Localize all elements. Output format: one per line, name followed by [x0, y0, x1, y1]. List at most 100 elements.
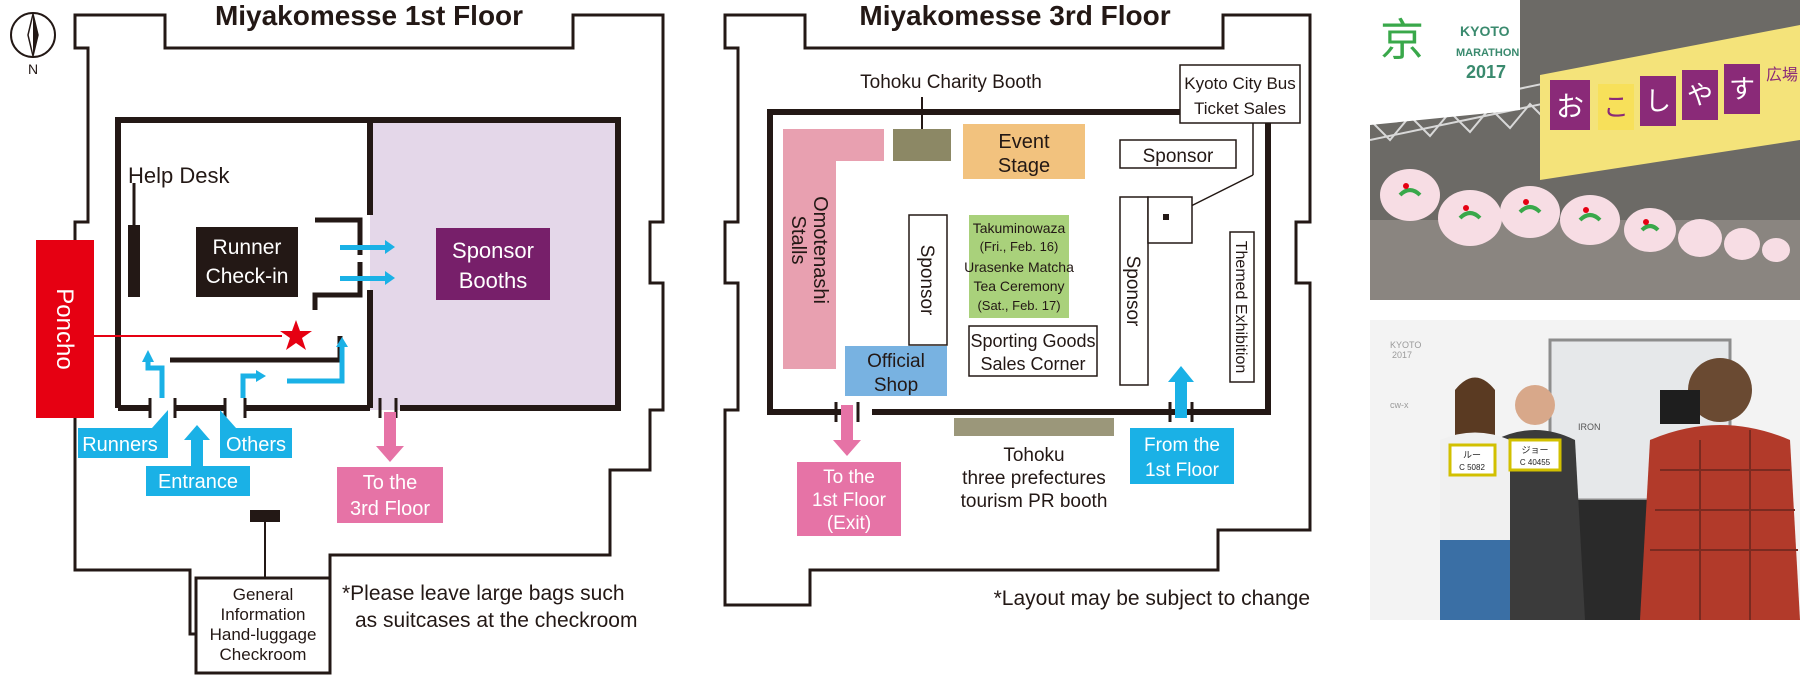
backdrop-kyoto: KYOTO [1390, 340, 1421, 350]
help-desk-label: Help Desk [128, 163, 230, 188]
to-1st-floor-label-3: (Exit) [827, 513, 871, 534]
general-info-label-2: Information [220, 605, 305, 624]
sponsor-top-label: Sponsor [1143, 146, 1214, 167]
help-desk-counter [128, 225, 140, 297]
event-stage-label-1: Event [998, 131, 1050, 153]
lanterns [1380, 169, 1790, 262]
banner-marathon: MARATHON [1456, 47, 1519, 59]
floor-maps: N Help Desk Runner Check-in [10, 0, 1312, 675]
runner-checkin-box [196, 227, 298, 297]
to-3rd-floor-label-2: 3rd Floor [350, 498, 430, 520]
sign-char-6: 広場 [1766, 66, 1798, 84]
sign-char-1: お [1556, 91, 1584, 122]
general-info-box [194, 576, 332, 675]
floor1-hall-wall [115, 117, 621, 411]
to-3rd-floor-arrow-icon [376, 412, 404, 462]
to-1st-floor-exit-box [797, 462, 901, 536]
from-1st-floor-label-2: 1st Floor [1145, 460, 1220, 481]
takumi-area [969, 215, 1069, 318]
floor3-hall-wall [767, 109, 1271, 415]
marathon-banner: 京 KYOTO MARATHON 2017 [1370, 0, 1520, 125]
event-stage-label-2: Stage [998, 155, 1050, 177]
sponsor-booths-box [436, 228, 550, 300]
bib-right-number: C 40455 [1520, 458, 1551, 467]
bib-left-name: ルー [1463, 450, 1481, 460]
compass-north-label: N [28, 61, 38, 77]
floor3-note: *Layout may be subject to change [994, 587, 1310, 610]
sign-char-4: や [1687, 80, 1713, 110]
sponsor-entry-arrows-icon [340, 240, 395, 285]
floor1-note-2: as suitcases at the checkroom [355, 609, 637, 632]
themed-exhibition-box [1229, 231, 1255, 383]
bus-ticket-label-2: Ticket Sales [1194, 99, 1286, 118]
bus-ticket-box [1179, 64, 1301, 124]
runner-checkin-label-2: Check-in [206, 265, 289, 288]
floor1-map: Help Desk Runner Check-in Sponsor Booths… [36, 0, 665, 675]
tohoku-pr-label-2: three prefectures [962, 468, 1106, 489]
official-shop-label-1: Official [867, 351, 925, 372]
general-info-label-1: General [233, 585, 293, 604]
takumi-label-2: (Fri., Feb. 16) [980, 239, 1059, 254]
to-3rd-floor-label-1: To the [363, 472, 417, 494]
themed-exhibition-label: Themed Exhibition [1232, 241, 1249, 374]
omotenashi-stalls [783, 129, 884, 369]
sponsor-mid-box [908, 214, 948, 346]
floor1-note-1: *Please leave large bags such [342, 582, 625, 605]
omotenashi-label-2: Stalls [787, 216, 809, 265]
runner-checkin-label-1: Runner [213, 236, 282, 259]
others-label: Others [226, 434, 286, 456]
sponsor-top-box [1119, 139, 1237, 169]
floor1-title: Miyakomesse 1st Floor [215, 0, 523, 31]
general-info-label-4: Checkroom [220, 645, 307, 664]
sponsor-booths-label-2: Booths [459, 268, 528, 293]
takumi-label-1: Takuminowaza [973, 220, 1066, 236]
sponsor-right-label: Sponsor [1122, 256, 1143, 327]
takumi-label-3: Urasenke Matcha [964, 259, 1074, 275]
event-stage [963, 124, 1085, 179]
omotenashi-label-1: Omotenashi [809, 196, 831, 304]
others-label-box [220, 428, 292, 458]
poncho-label: Poncho [51, 288, 78, 369]
bib-left-number: C 5082 [1459, 463, 1485, 472]
takumi-label-4: Tea Ceremony [973, 278, 1064, 294]
to-1st-floor-label-2: 1st Floor [812, 490, 887, 511]
floor3-title: Miyakomesse 3rd Floor [859, 0, 1170, 31]
entrance-label-box [146, 466, 250, 496]
bus-ticket-label-1: Kyoto City Bus [1184, 74, 1296, 93]
photo-venue-banner: 京 KYOTO MARATHON 2017 お こ し や す 広場 [1370, 0, 1800, 300]
sporting-goods-label-1: Sporting Goods [970, 331, 1095, 351]
runners-label-box [78, 428, 168, 458]
entrance-label: Entrance [158, 471, 238, 493]
sponsor-mid-label: Sponsor [916, 245, 937, 316]
floor3-outer-wall [723, 13, 1312, 607]
sign-char-5: す [1729, 74, 1755, 104]
bus-ticket-booth [1147, 196, 1193, 244]
takumi-label-5: (Sat., Feb. 17) [977, 298, 1060, 313]
photo-visitors: KYOTO 2017 cw-x ルー C 5082 ジョー C 40455 IR… [1370, 320, 1800, 620]
sporting-goods-label-2: Sales Corner [980, 354, 1085, 374]
sign-char-2: こ [1603, 92, 1629, 122]
tohoku-charity-booth [893, 129, 951, 161]
sign-char-3: し [1645, 86, 1671, 116]
tohoku-charity-label: Tohoku Charity Booth [860, 72, 1042, 93]
entrance-route-arrows-icon [145, 345, 345, 398]
runners-label: Runners [82, 434, 158, 456]
backdrop-year: 2017 [1392, 350, 1412, 360]
from-1st-floor-box [1130, 428, 1234, 484]
to-1st-floor-label-1: To the [823, 467, 875, 488]
sporting-goods-box [968, 325, 1098, 377]
banner-year: 2017 [1466, 62, 1506, 82]
svg-text:京: 京 [1380, 15, 1424, 66]
tohoku-pr-booth [954, 418, 1114, 436]
official-shop-label-2: Shop [874, 375, 918, 396]
sponsor-booths-label-1: Sponsor [452, 238, 534, 263]
tohoku-pr-label-1: Tohoku [1003, 445, 1064, 466]
exit-arrow-icon [833, 405, 861, 456]
floor3-map: Omotenashi Stalls Tohoku Charity Booth E… [723, 0, 1312, 610]
entrance-arrow-icon [184, 425, 210, 466]
bib-left [1448, 443, 1497, 477]
bib-right-name: ジョー [1521, 445, 1548, 455]
from-1st-floor-arrow-icon [1168, 366, 1194, 418]
to-3rd-floor-box [337, 467, 443, 523]
general-info-label-3: Hand-luggage [210, 625, 317, 644]
